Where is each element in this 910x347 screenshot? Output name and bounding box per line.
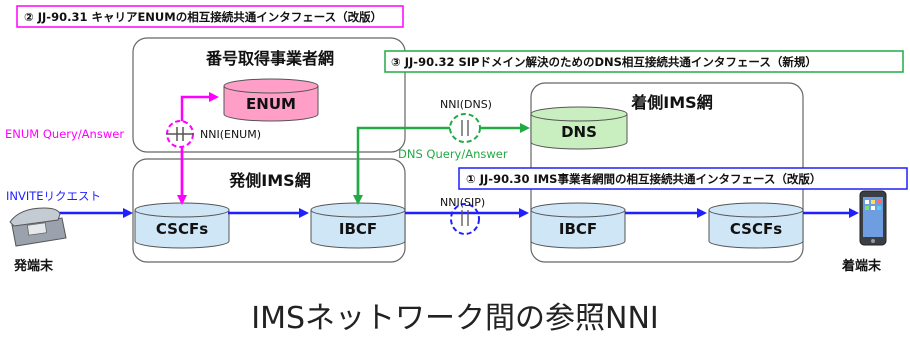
dns-query-label: DNS Query/Answer (398, 147, 508, 161)
orig-terminal-label: 発端末 (13, 258, 54, 274)
enum-database: ENUM (223, 78, 319, 122)
std-dns-label: ③ JJ-90.32 SIPドメイン解決のためのDNS相互接続共通インタフェース… (391, 55, 817, 69)
originating-ims-network-label: 発側IMS網 (228, 171, 310, 190)
nni-enum-marker (166, 120, 194, 148)
std-ims-box (458, 167, 908, 190)
nni-dns-label: NNI(DNS) (440, 98, 492, 111)
std-ims-label: ① JJ-90.30 IMS事業者網間の相互接続共通インタフェース（改版） (466, 172, 821, 186)
nni-dns-marker (449, 113, 481, 143)
ibcf-right-database: IBCF (530, 202, 626, 249)
invite-label: INVITEリクエスト (6, 189, 101, 203)
enum-label: ENUM (246, 95, 296, 113)
ims-nni-diagram: 番号取得事業者網 着側IMS網 発側IMS網 ② JJ-90.31 キャリアEN… (5, 5, 908, 274)
ibcf-left-database: IBCF (310, 202, 406, 249)
term-terminal-label: 着端末 (841, 258, 882, 274)
dns-database: DNS (530, 106, 628, 150)
number-network-label: 番号取得事業者網 (205, 49, 334, 68)
diagram-title: IMSネットワーク間の参照NNI (251, 301, 659, 336)
cscf-left-label: CSCFs (156, 220, 208, 238)
cscf-left-database: CSCFs (134, 202, 230, 249)
terminating-ims-network-label: 着側IMS網 (630, 93, 712, 112)
enum-query-arrows (177, 92, 219, 205)
std-enum-label: ② JJ-90.31 キャリアENUMの相互接続共通インタフェース（改版） (24, 10, 382, 24)
cscf-right-database: CSCFs (708, 202, 804, 249)
nni-sip-label: NNI(SIP) (440, 196, 485, 209)
ibcf-right-label: IBCF (559, 220, 597, 238)
smartphone-icon (859, 190, 887, 246)
cscf-right-label: CSCFs (730, 220, 782, 238)
nni-enum-label: NNI(ENUM) (200, 128, 261, 141)
ibcf-left-label: IBCF (339, 220, 377, 238)
dns-label: DNS (561, 123, 597, 141)
std-enum-box (16, 5, 404, 28)
enum-query-label: ENUM Query/Answer (5, 127, 124, 141)
nni-sip-marker (450, 203, 480, 235)
desk-phone-icon (9, 207, 67, 247)
std-dns-box (384, 50, 904, 73)
